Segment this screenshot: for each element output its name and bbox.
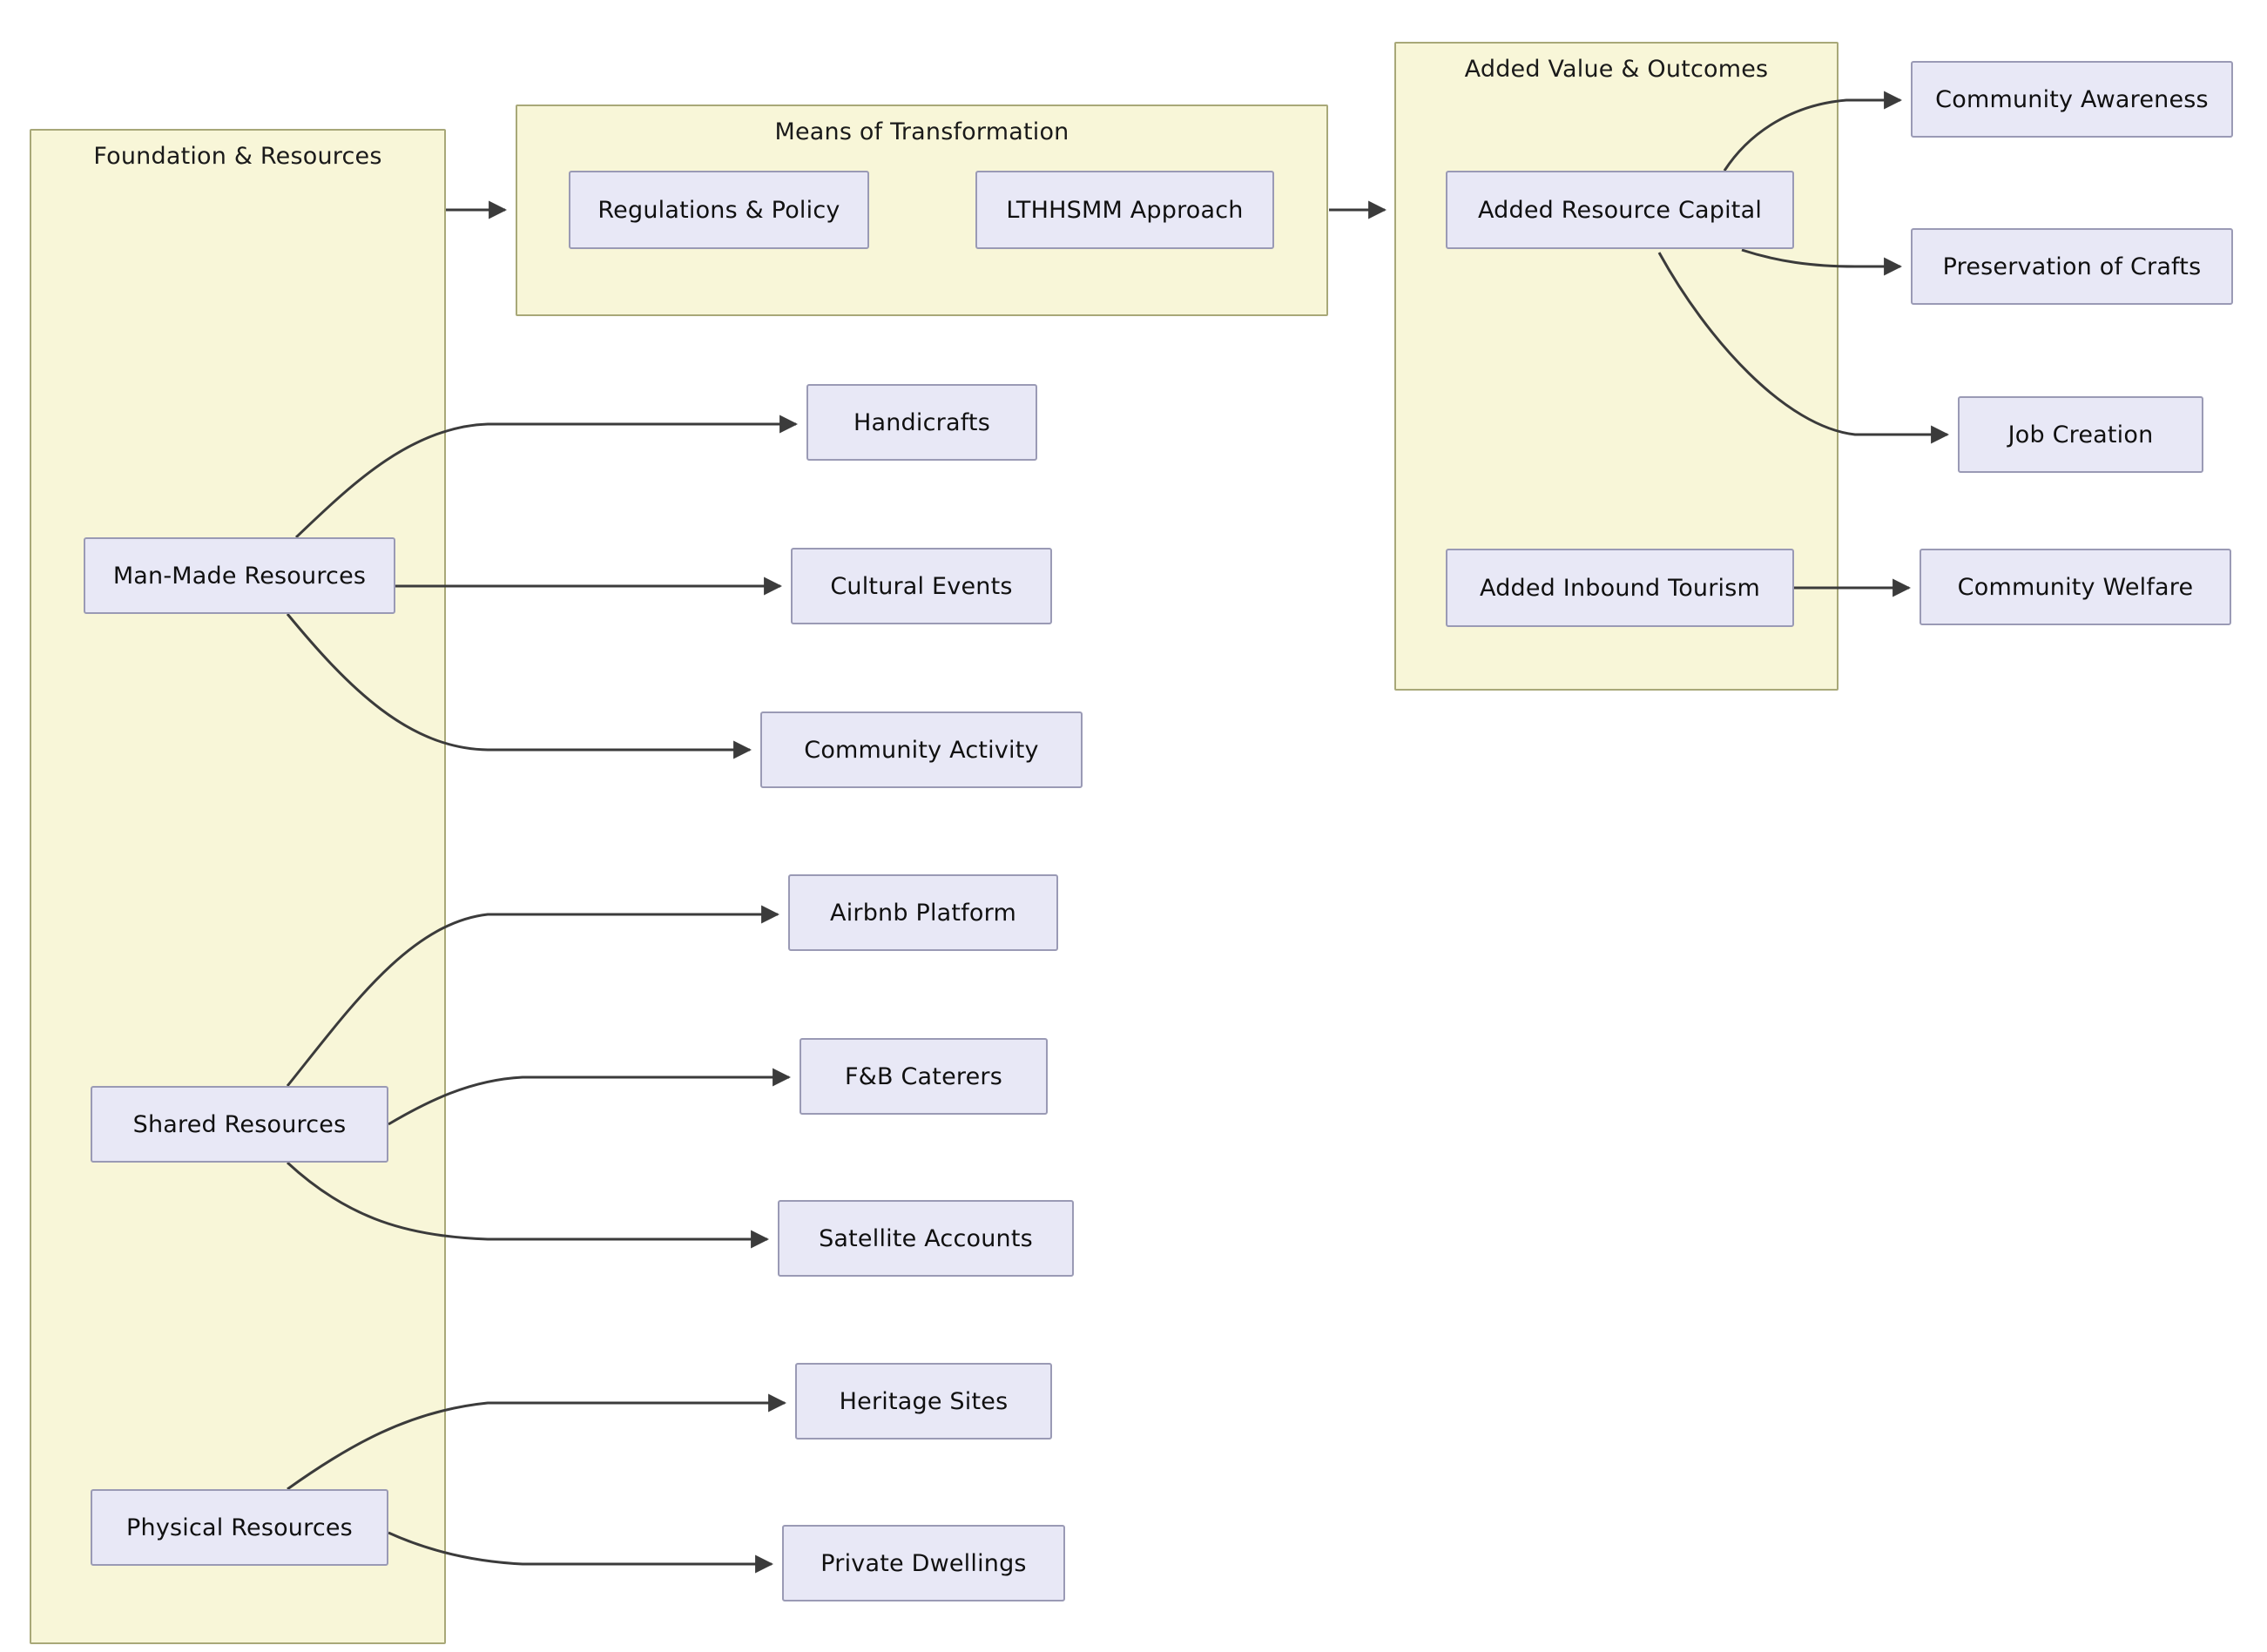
node-welfare[interactable]: Community Welfare bbox=[1920, 549, 2231, 625]
node-fnb[interactable]: F&B Caterers bbox=[800, 1038, 1048, 1115]
node-dwellings[interactable]: Private Dwellings bbox=[782, 1525, 1065, 1601]
node-awareness[interactable]: Community Awareness bbox=[1911, 61, 2233, 138]
cluster-foundation: Foundation & Resources bbox=[30, 129, 446, 1644]
edge-e-physical-dwellings bbox=[388, 1531, 774, 1574]
node-shared[interactable]: Shared Resources bbox=[91, 1086, 388, 1163]
node-cultural[interactable]: Cultural Events bbox=[791, 548, 1052, 624]
node-regulations[interactable]: Regulations & Policy bbox=[569, 171, 869, 249]
node-physical[interactable]: Physical Resources bbox=[91, 1489, 388, 1566]
node-inbound_tourism[interactable]: Added Inbound Tourism bbox=[1446, 549, 1794, 627]
node-handicrafts[interactable]: Handicrafts bbox=[806, 384, 1037, 461]
node-preservation[interactable]: Preservation of Crafts bbox=[1911, 228, 2233, 305]
node-man_made[interactable]: Man-Made Resources bbox=[84, 537, 395, 614]
node-community_activity[interactable]: Community Activity bbox=[760, 711, 1083, 788]
edge-e-shared-fnb bbox=[388, 1068, 792, 1126]
node-resource_capital[interactable]: Added Resource Capital bbox=[1446, 171, 1794, 249]
node-jobs[interactable]: Job Creation bbox=[1958, 396, 2203, 473]
cluster-label-foundation: Foundation & Resources bbox=[93, 143, 382, 170]
node-satellite[interactable]: Satellite Accounts bbox=[778, 1200, 1074, 1277]
cluster-label-means: Means of Transformation bbox=[774, 118, 1069, 145]
node-airbnb[interactable]: Airbnb Platform bbox=[788, 874, 1058, 951]
node-lthhsmm[interactable]: LTHHSMM Approach bbox=[975, 171, 1274, 249]
node-heritage[interactable]: Heritage Sites bbox=[795, 1363, 1052, 1440]
cluster-label-outcomes: Added Value & Outcomes bbox=[1464, 56, 1769, 83]
